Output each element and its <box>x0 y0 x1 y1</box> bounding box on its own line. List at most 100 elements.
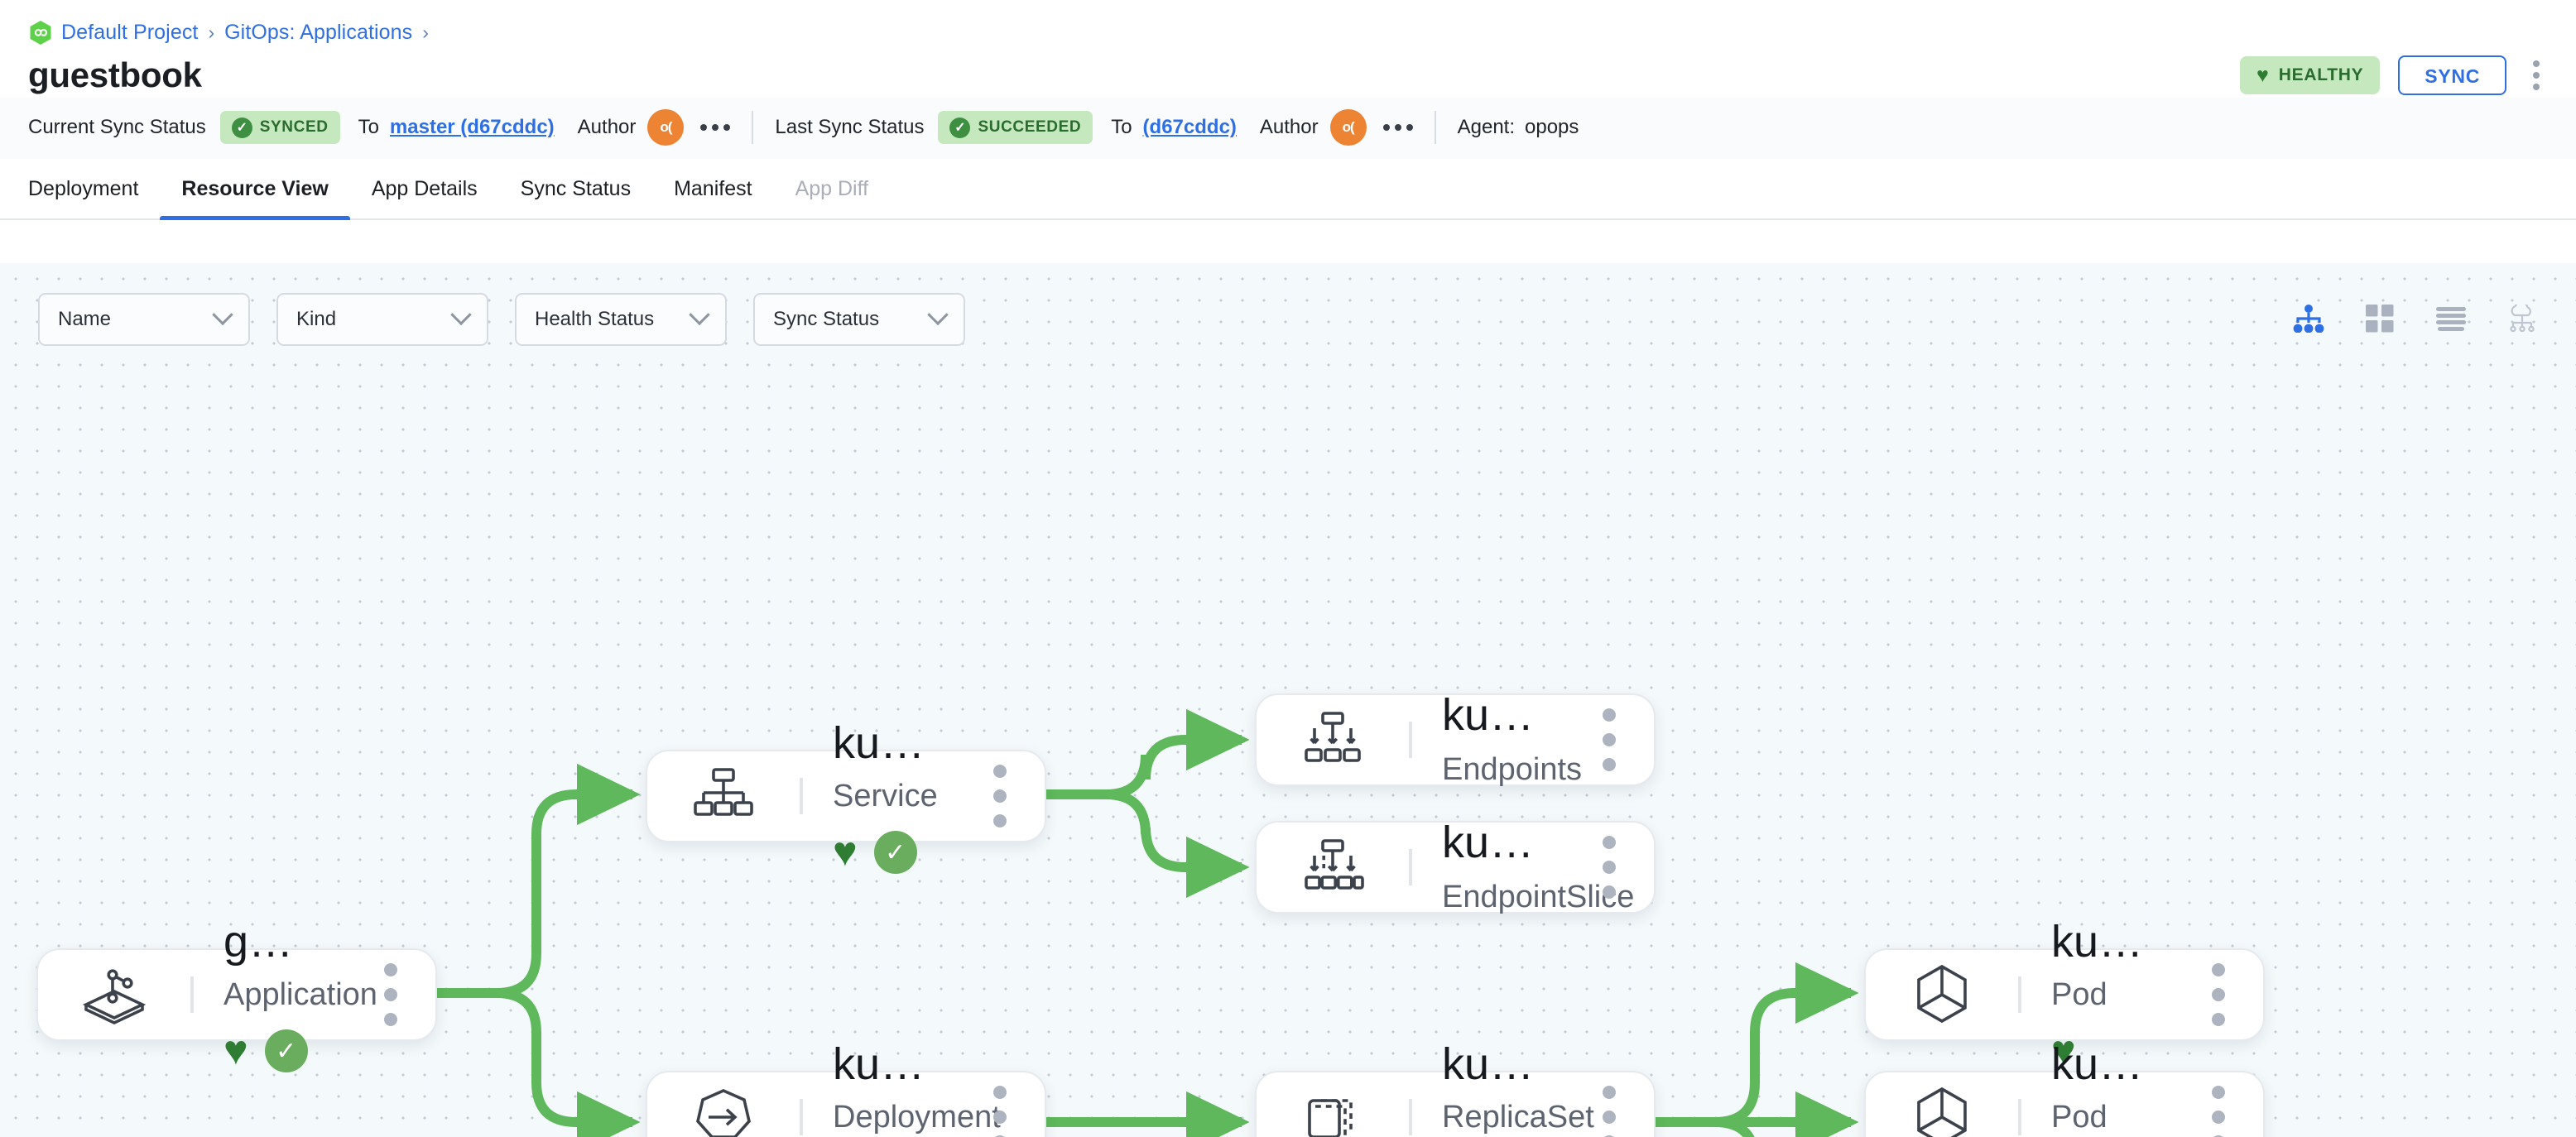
resource-node-replicaset[interactable]: kustomize-guestbook-ui-... ReplicaSet ♥ <box>1255 1039 1656 1137</box>
heart-icon: ♥ <box>2051 1027 2076 1074</box>
filter-health-status-select[interactable]: Health Status <box>515 293 727 346</box>
chevron-down-icon <box>212 304 233 326</box>
node-kebab-icon[interactable] <box>1564 708 1654 771</box>
application-icon <box>38 962 190 1028</box>
tree-view-icon[interactable] <box>2288 298 2329 339</box>
heart-icon: ♥ <box>2256 63 2269 87</box>
service-icon <box>647 765 800 828</box>
grid-view-icon[interactable] <box>2359 298 2401 339</box>
node-kebab-icon[interactable] <box>955 765 1045 828</box>
node-status-badges: ♥ ✓ <box>223 1029 316 1075</box>
node-kebab-icon[interactable] <box>2174 963 2263 1026</box>
endpointslice-icon <box>1257 837 1409 897</box>
node-content: kustomize-guestbook-ui Deployment ♥ ✓ <box>803 1037 1001 1137</box>
resource-tree: guestbook Application ♥ ✓ <box>0 263 2576 1137</box>
status-divider <box>752 111 754 144</box>
node-kind: Endpoints <box>1442 752 1583 788</box>
current-sync-status-badge: ✓ SYNCED <box>219 111 340 144</box>
node-kebab-icon[interactable] <box>2174 1086 2263 1137</box>
last-to-label: To <box>1111 116 1132 138</box>
resource-node-pod-1[interactable]: kustomize-guestbook-ui-... Pod ♥ <box>1864 916 2265 1072</box>
last-sync-status-label: Last Sync Status <box>775 116 925 138</box>
breadcrumb-item-default-project[interactable]: Default Project <box>61 20 199 44</box>
current-kebab-horizontal-icon[interactable] <box>700 124 731 131</box>
top-bar: Default Project › GitOps: Applications ›… <box>0 0 2576 98</box>
node-content: kustomize-guestbook-ui Endpoints <box>1412 688 1583 790</box>
node-kebab-icon[interactable] <box>1564 1086 1654 1137</box>
filter-name-value: Name <box>58 308 112 330</box>
node-divider <box>190 976 194 1013</box>
filter-sync-status-select[interactable]: Sync Status <box>753 293 965 346</box>
resource-node-service[interactable]: kustomize-guestbook-ui Service ♥ ✓ <box>646 717 1046 875</box>
node-kind: Pod <box>2051 1101 2107 1136</box>
avatar: o( <box>647 109 685 146</box>
tab-manifest[interactable]: Manifest <box>674 176 752 200</box>
node-status-badges: ♥ ✓ <box>833 830 925 876</box>
sync-button[interactable]: SYNC <box>2398 55 2506 95</box>
title-row: guestbook ♥ HEALTHY SYNC <box>28 53 2548 98</box>
breadcrumb: Default Project › GitOps: Applications › <box>28 18 2548 46</box>
node-kebab-icon[interactable] <box>955 1086 1045 1137</box>
node-kind: ReplicaSet <box>1442 1101 1594 1136</box>
node-kebab-icon[interactable] <box>1564 836 1654 899</box>
node-kind: EndpointSlice <box>1442 880 1635 915</box>
node-content: kustomize-guestbook-ui-... ReplicaSet ♥ <box>1412 1037 1594 1137</box>
node-name: kustomize-guestbook-ui <box>1442 690 1535 741</box>
header-actions: ♥ HEALTHY SYNC <box>2239 55 2548 95</box>
chevron-down-icon <box>450 304 472 326</box>
agent-label: Agent: <box>1457 116 1516 138</box>
tab-resource-view[interactable]: Resource View <box>160 159 351 220</box>
argo-hexagon-icon <box>28 19 53 46</box>
status-divider-2 <box>1434 111 1436 144</box>
check-circle-icon: ✓ <box>873 831 917 875</box>
pod-icon <box>1866 962 2018 1028</box>
node-name: kustomize-guestbook-ui-... <box>1442 818 1535 868</box>
resource-node-deployment[interactable]: kustomize-guestbook-ui Deployment ♥ ✓ <box>646 1039 1046 1137</box>
node-kind: Application <box>223 978 377 1014</box>
resource-node-application[interactable]: guestbook Application ♥ ✓ <box>36 916 437 1073</box>
tab-app-details[interactable]: App Details <box>371 176 478 200</box>
current-revision-link[interactable]: master (d67cddc) <box>389 116 555 138</box>
deployment-icon <box>647 1086 800 1137</box>
node-kind: Service <box>833 780 938 815</box>
breadcrumb-item-gitops-applications[interactable]: GitOps: Applications <box>224 20 413 44</box>
last-sync-status-badge: ✓ SUCCEEDED <box>938 111 1093 144</box>
node-status-badges: ♥ <box>2051 1029 2144 1075</box>
node-kebab-icon[interactable] <box>346 963 435 1026</box>
tab-app-diff: App Diff <box>795 176 869 200</box>
resource-node-endpointslice[interactable]: kustomize-guestbook-ui-... EndpointSlice <box>1255 818 1656 915</box>
filter-name-select[interactable]: Name <box>38 293 250 346</box>
tab-deployment[interactable]: Deployment <box>28 176 139 200</box>
endpoints-icon <box>1257 710 1409 770</box>
filter-health-status-value: Health Status <box>535 308 655 330</box>
node-kind: Pod <box>2051 978 2107 1014</box>
filter-kind-value: Kind <box>296 308 337 330</box>
chevron-down-icon <box>689 304 710 326</box>
last-revision-link[interactable]: (d67cddc) <box>1142 116 1237 138</box>
filter-kind-select[interactable]: Kind <box>276 293 488 346</box>
heart-icon: ♥ <box>223 1027 248 1074</box>
agent-value: opops <box>1525 116 1579 138</box>
pod-icon <box>1866 1084 2018 1137</box>
status-bar: Current Sync Status ✓ SYNCED To master (… <box>0 98 2576 159</box>
resource-node-endpoints[interactable]: kustomize-guestbook-ui Endpoints <box>1255 690 1656 788</box>
list-view-icon[interactable] <box>2430 298 2472 339</box>
tab-sync-status[interactable]: Sync Status <box>520 176 632 200</box>
node-divider <box>1409 722 1412 758</box>
tab-bar: Deployment Resource View App Details Syn… <box>0 159 2576 220</box>
node-name: kustomize-guestbook-ui-... <box>1442 1039 1535 1089</box>
node-divider <box>2018 976 2021 1013</box>
node-divider <box>800 778 803 814</box>
kebab-vertical-icon[interactable] <box>2525 55 2548 95</box>
node-kind: Deployment <box>833 1101 1001 1136</box>
resource-node-pod-2[interactable]: kustomize-guestbook-ui-... Pod ♥ <box>1864 1039 2265 1137</box>
current-sync-status-value: SYNCED <box>259 118 329 136</box>
network-view-icon[interactable] <box>2502 298 2543 339</box>
last-kebab-horizontal-icon[interactable] <box>1382 124 1413 131</box>
chevron-down-icon <box>927 304 949 326</box>
node-divider <box>800 1099 803 1135</box>
avatar: o( <box>1329 109 1367 146</box>
breadcrumb-separator-end: › <box>422 21 429 43</box>
resource-graph-canvas[interactable]: Name Kind Health Status Sync Status <box>0 263 2576 1137</box>
